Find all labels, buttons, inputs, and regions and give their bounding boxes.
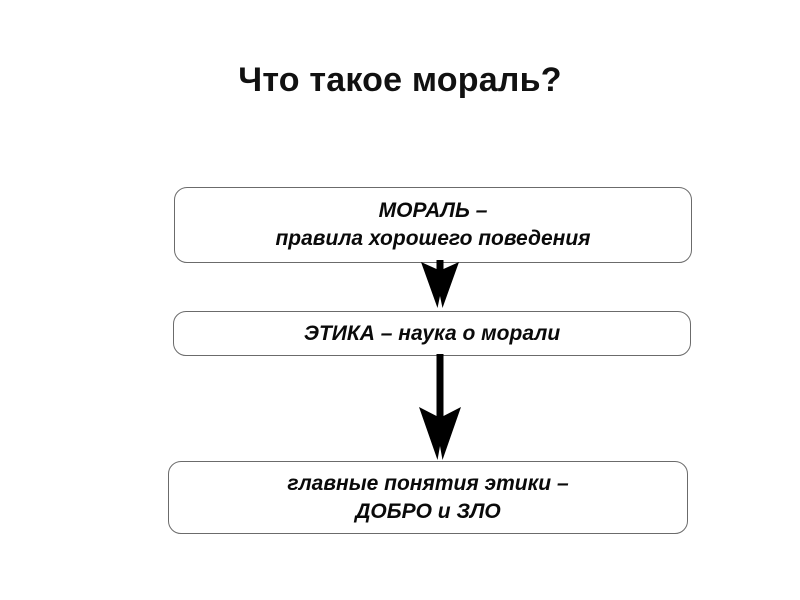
page-title: Что такое мораль? [238, 61, 562, 99]
flow-arrow-etika-to-dobro-zlo [419, 354, 461, 460]
flow-node-etika: ЭТИКА – наука о морали [173, 311, 691, 356]
flow-node-moral: МОРАЛЬ – правила хорошего поведения [174, 187, 692, 263]
flow-node-etika-label: ЭТИКА – наука о морали [303, 321, 561, 345]
flow-arrow-moral-to-etika [421, 260, 459, 308]
arrow-down-icon [421, 260, 459, 308]
flow-node-dobro-zlo-label: главные понятия этики – ДОБРО и ЗЛО [287, 471, 569, 523]
arrow-down-icon [419, 354, 461, 460]
flow-node-dobro-zlo: главные понятия этики – ДОБРО и ЗЛО [168, 461, 688, 534]
flow-node-moral-label: МОРАЛЬ – правила хорошего поведения [275, 199, 591, 250]
